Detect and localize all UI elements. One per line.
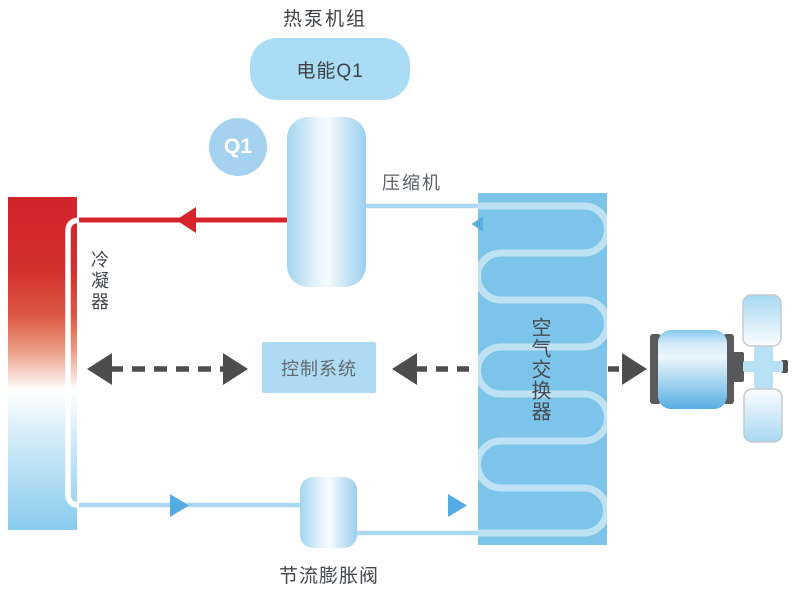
electric-energy-node: 电能Q1 bbox=[250, 38, 410, 100]
dashed-right-arrowhead2-icon bbox=[622, 353, 647, 385]
electric-energy-label: 电能Q1 bbox=[296, 60, 364, 82]
dashed-left-arrowhead-icon bbox=[87, 353, 112, 385]
air-exchanger-label: 空气交换器 bbox=[528, 317, 550, 422]
motor-hub bbox=[729, 352, 744, 382]
compressor-body bbox=[287, 117, 366, 287]
fan-icon bbox=[650, 294, 788, 443]
suction-arrowhead-icon bbox=[471, 216, 483, 232]
control-system-node: 控制系统 bbox=[262, 342, 376, 393]
cold-flow-arrowhead-icon bbox=[170, 494, 189, 517]
condenser-pipe bbox=[65, 217, 80, 508]
q1-badge: Q1 bbox=[209, 118, 267, 176]
exchanger-inflow-arrowhead-icon bbox=[448, 494, 467, 517]
condenser-label: 冷凝器 bbox=[89, 250, 109, 313]
fan-blade-bottom bbox=[743, 388, 783, 443]
hot-line-arrowhead-icon bbox=[176, 207, 196, 233]
q1-badge-label: Q1 bbox=[223, 135, 252, 158]
fan-hub-cross bbox=[754, 346, 773, 389]
fan-blade-top bbox=[742, 294, 782, 347]
dashed-left-arrowhead2-icon bbox=[392, 353, 417, 385]
expansion-valve-body bbox=[300, 477, 357, 548]
expansion-valve-label: 节流膨胀阀 bbox=[279, 566, 380, 587]
control-links bbox=[87, 353, 647, 385]
dashed-right-arrowhead-icon bbox=[223, 353, 248, 385]
exchanger-coil bbox=[474, 202, 611, 537]
compressor-label: 压缩机 bbox=[382, 173, 442, 193]
motor-body bbox=[658, 330, 727, 409]
diagram-title: 热泵机组 bbox=[283, 9, 368, 30]
control-system-label: 控制系统 bbox=[281, 358, 357, 379]
